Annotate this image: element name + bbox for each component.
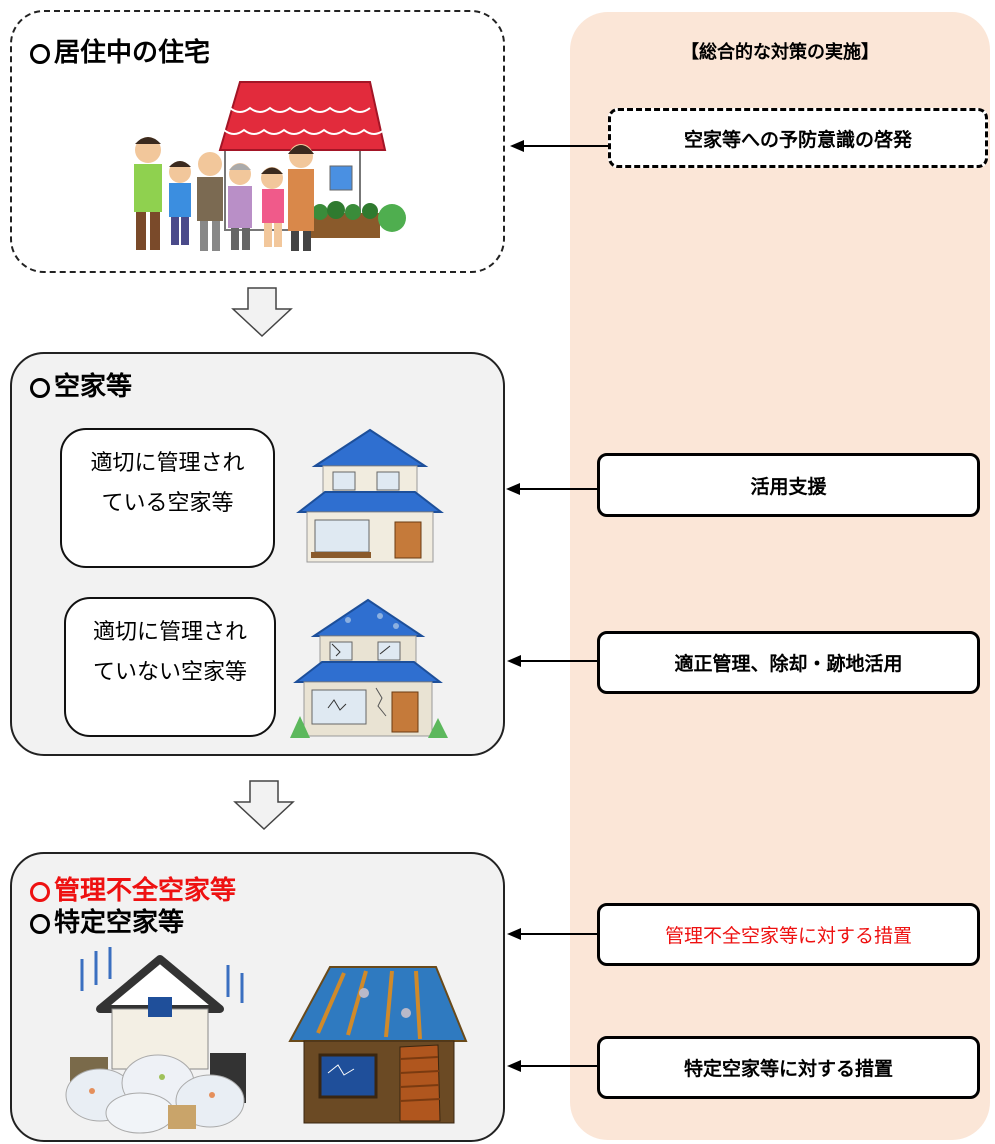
managed-vacant-line1: 適切に管理され — [90, 451, 245, 476]
stage-vacant-heading: 空家等 — [30, 372, 132, 402]
stage-occupied-heading: 居住中の住宅 — [30, 38, 210, 68]
left-arrow-icon — [507, 655, 597, 667]
managed-vacant-line2: ている空家等 — [101, 491, 234, 516]
unmanaged-vacant-line2: ていない空家等 — [92, 660, 247, 685]
family-house-illustration — [134, 81, 406, 251]
managed-house-illustration — [296, 428, 444, 563]
garbage-house-illustration — [65, 947, 246, 1134]
measures-panel — [570, 12, 990, 1140]
left-arrow-icon — [507, 928, 597, 940]
left-arrow-icon — [510, 140, 608, 152]
left-arrow-icon — [507, 1060, 597, 1072]
stage-poorly-managed-heading: 管理不全空家等 — [30, 876, 236, 906]
measure-poorly-managed: 管理不全空家等に対する措置 — [597, 903, 980, 966]
unmanaged-vacant-line1: 適切に管理され — [92, 620, 247, 645]
stage-specific-heading: 特定空家等 — [30, 908, 184, 938]
measure-specific-vacant: 特定空家等に対する措置 — [597, 1036, 980, 1099]
down-arrow-icon — [231, 287, 293, 338]
measure-utilization-support: 活用支援 — [597, 453, 980, 517]
measure-management-demolition: 適正管理、除却・跡地活用 — [597, 631, 980, 694]
measure-prevention-awareness: 空家等への予防意識の啓発 — [608, 108, 988, 168]
managed-vacant-card: 適切に管理され ている空家等 — [60, 428, 275, 568]
measures-title: 【総合的な対策の実施】 — [681, 42, 879, 63]
ruined-shack-illustration — [288, 966, 468, 1124]
damaged-house-illustration — [290, 598, 448, 738]
down-arrow-icon — [233, 780, 295, 831]
left-arrow-icon — [506, 483, 597, 495]
unmanaged-vacant-card: 適切に管理され ていない空家等 — [64, 597, 276, 737]
